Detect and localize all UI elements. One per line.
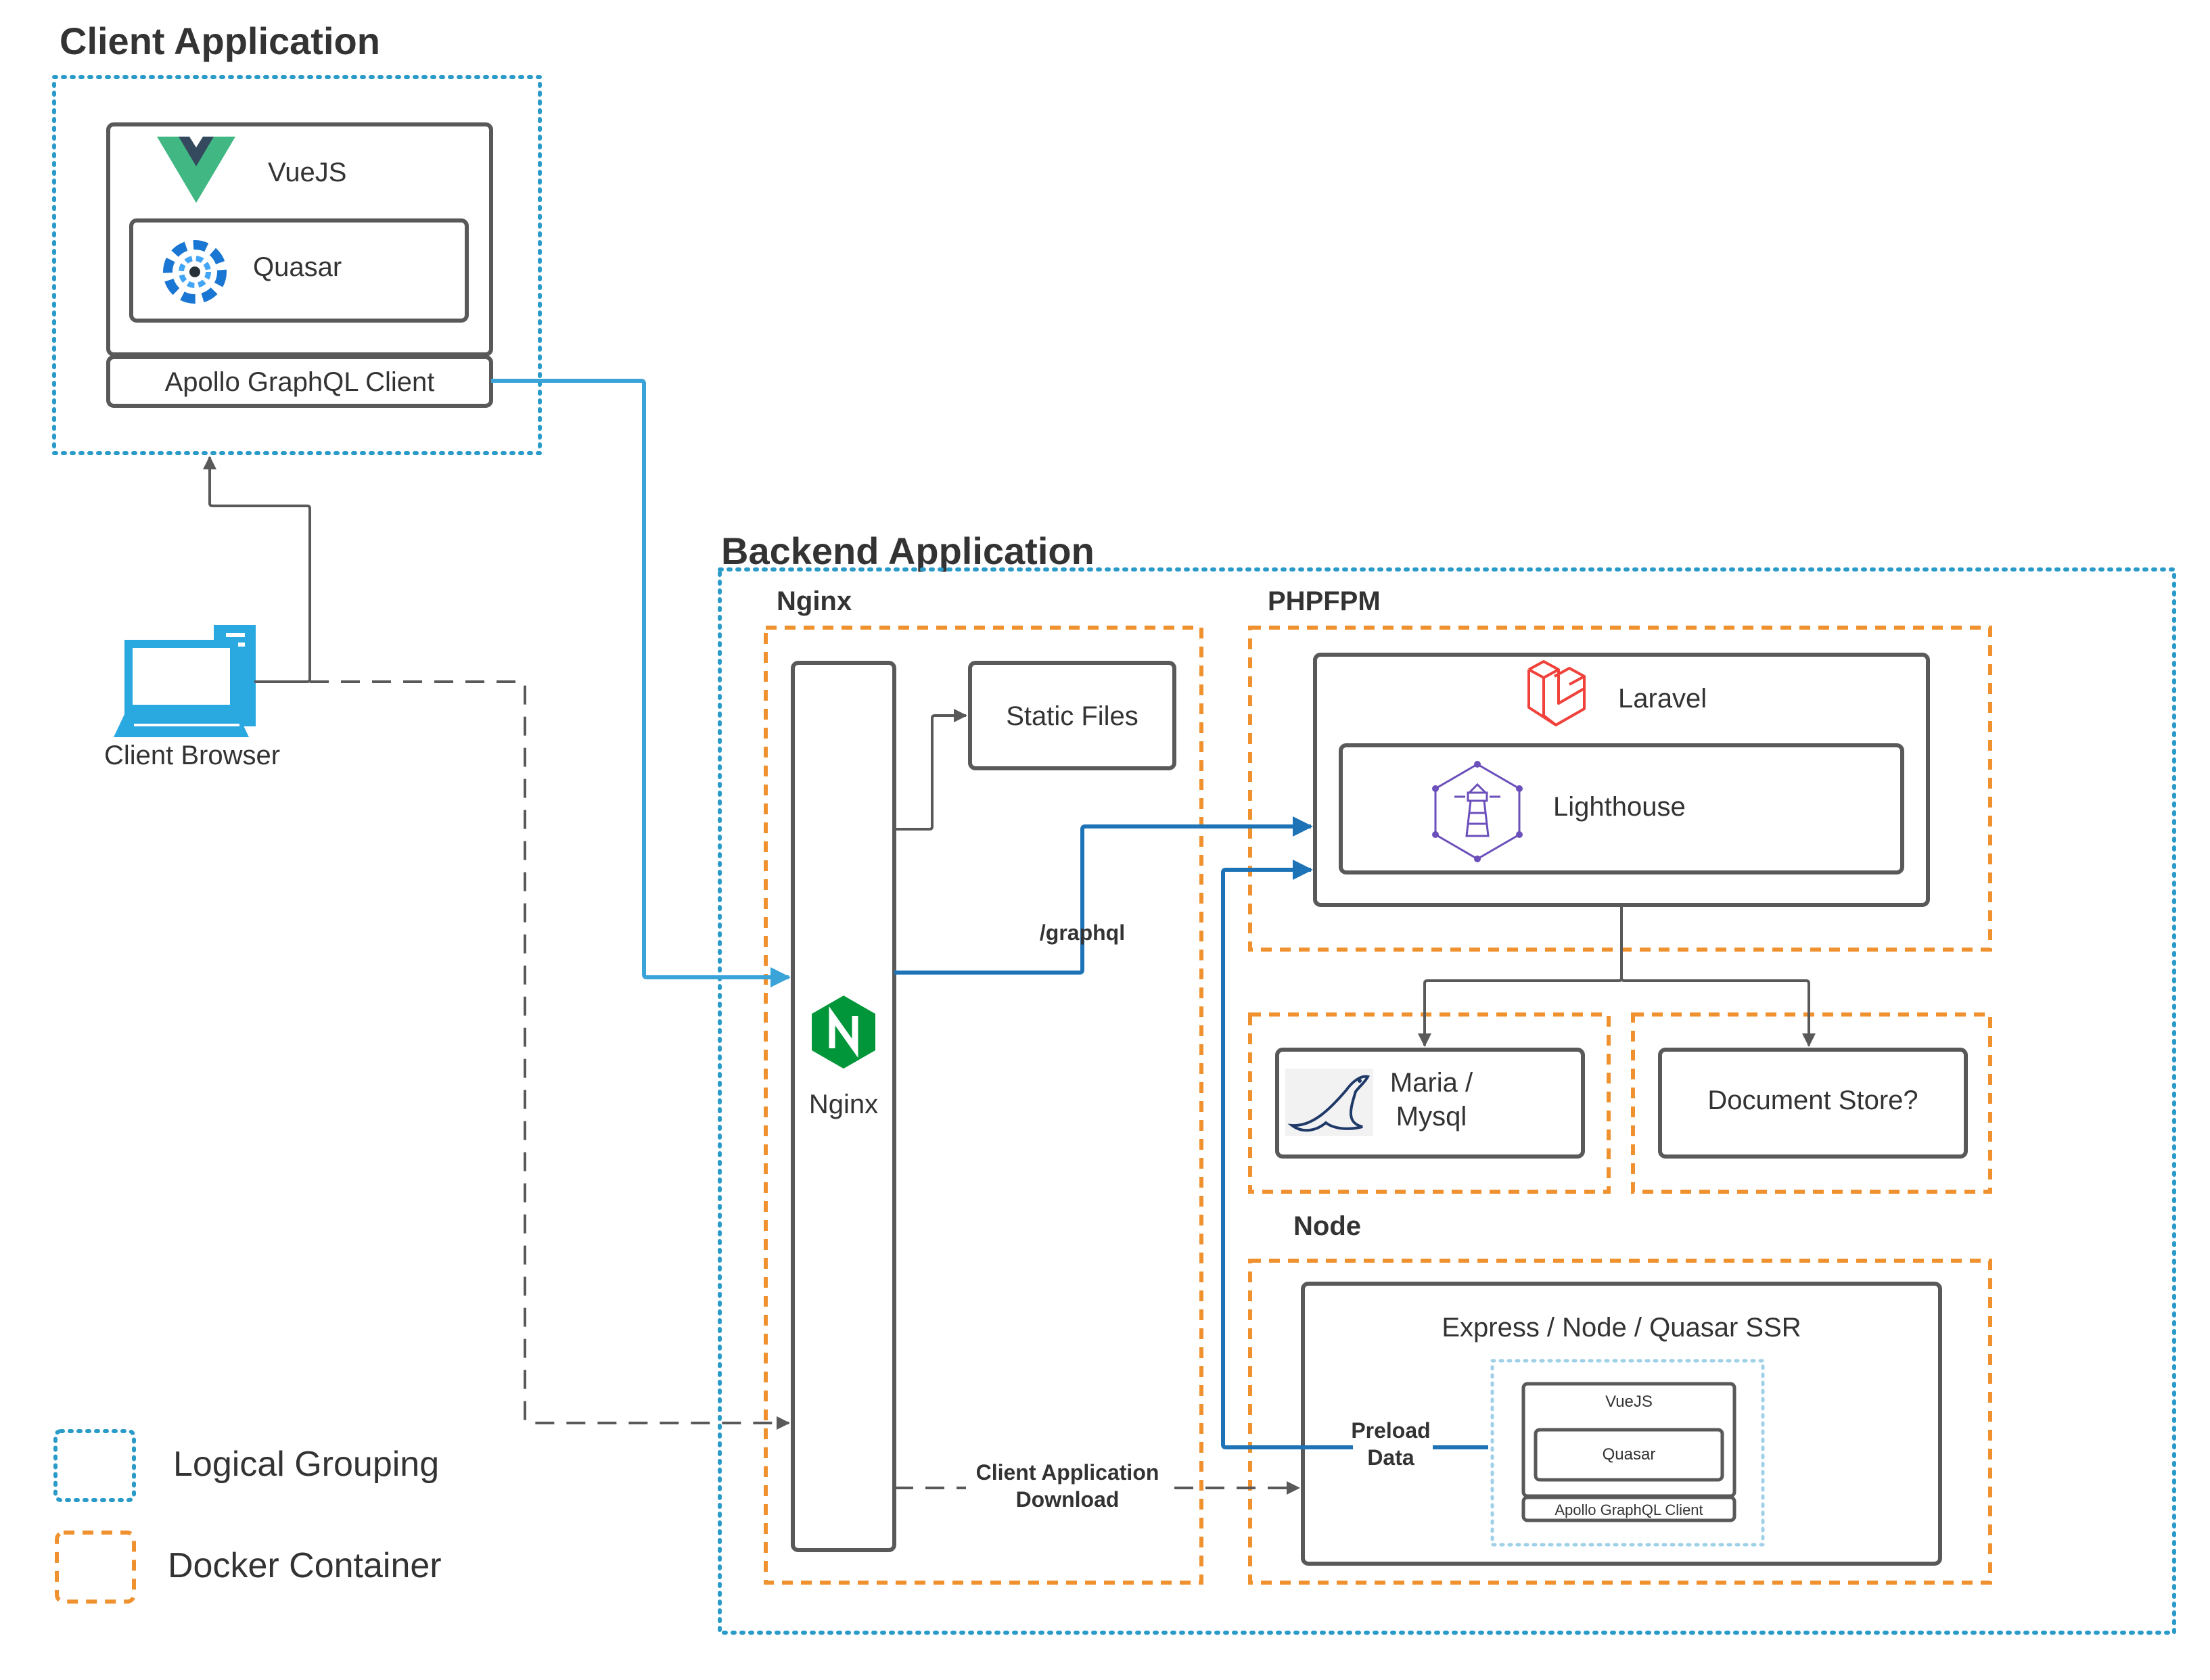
client-browser-label: Client Browser	[104, 741, 280, 770]
nginx-server-box[interactable]	[791, 661, 896, 1552]
vuejs-label: VueJS	[268, 158, 346, 187]
phpfpm-container-title: PHPFPM	[1268, 586, 1381, 616]
ssr-preload-to-laravel-arrow	[1221, 860, 1353, 1449]
ssr-vuejs-label: VueJS	[1605, 1393, 1653, 1411]
apollo-to-nginx-arrow	[491, 379, 791, 987]
lighthouse-logo-icon	[1432, 761, 1523, 862]
backend-application-boundary	[718, 567, 2176, 1635]
nginx-to-static-files-arrow	[894, 709, 967, 831]
vuejs-logo-icon	[157, 137, 235, 203]
legend-docker-label: Docker Container	[168, 1546, 442, 1585]
client-application-title: Client Application	[60, 20, 380, 62]
static-files-box[interactable]	[968, 661, 1176, 770]
static-files-label: Static Files	[1006, 701, 1138, 731]
ssr-quasar-box[interactable]	[1534, 1428, 1724, 1482]
legend-logical-swatch	[53, 1429, 136, 1502]
phpfpm-docker-container	[1248, 626, 1992, 952]
download-label-background	[966, 1458, 1169, 1512]
ssr-apollo-client-label: Apollo GraphQL Client	[1555, 1501, 1703, 1518]
legend: Logical Grouping Docker Container	[53, 1429, 442, 1604]
express-ssr-label: Express / Node / Quasar SSR	[1442, 1313, 1801, 1343]
client-app-download-label-line1: Client Application	[976, 1460, 1159, 1485]
browser-to-client-app-arrow	[203, 456, 311, 683]
lighthouse-label: Lighthouse	[1553, 792, 1686, 822]
legend-docker-swatch	[55, 1531, 136, 1604]
laravel-label: Laravel	[1618, 684, 1707, 714]
nginx-docker-container	[764, 626, 1203, 1585]
mysql-label-line1: Maria /	[1390, 1068, 1473, 1098]
laravel-to-mysql-arrow	[1418, 905, 1623, 1047]
preload-data-label-line2: Data	[1367, 1445, 1414, 1470]
document-store-docker-container	[1631, 1012, 1992, 1194]
backend-application-group: Backend Application Nginx Nginx Static F…	[718, 530, 2176, 1635]
ssr-apollo-client-box[interactable]	[1521, 1495, 1736, 1522]
quasar-logo-icon	[163, 240, 227, 304]
nginx-logo-icon	[812, 996, 875, 1069]
document-store-box[interactable]	[1658, 1048, 1968, 1159]
graphql-route-label: /graphql	[1040, 920, 1125, 945]
quasar-label: Quasar	[253, 252, 342, 282]
mysql-docker-container	[1248, 1012, 1611, 1194]
browser-to-nginx-arrow	[310, 680, 790, 1430]
laravel-to-document-store-arrow	[1620, 977, 1816, 1047]
ssr-quasar-label: Quasar	[1603, 1445, 1656, 1464]
apollo-client-label: Apollo GraphQL Client	[165, 367, 435, 397]
laravel-logo-icon	[1527, 660, 1586, 726]
client-application-group: Client Application VueJS Quasar Apollo G…	[52, 20, 542, 455]
nginx-to-laravel-graphql-arrow	[894, 816, 1313, 975]
mariadb-seal-icon	[1285, 1069, 1373, 1136]
client-browser[interactable]: Client Browser	[104, 625, 280, 770]
nginx-label: Nginx	[809, 1090, 878, 1119]
mysql-label-line2: Mysql	[1396, 1102, 1467, 1131]
connectors: /graphql Preload Data Client Application…	[203, 379, 1816, 1512]
desktop-computer-icon	[114, 625, 256, 737]
legend-logical-label: Logical Grouping	[173, 1445, 439, 1484]
nginx-container-title: Nginx	[777, 586, 852, 616]
document-store-label: Document Store?	[1707, 1086, 1918, 1115]
node-docker-container	[1248, 1259, 1992, 1585]
client-app-download-label-line2: Download	[1016, 1487, 1120, 1512]
preload-data-label-line1: Preload	[1351, 1418, 1430, 1443]
backend-application-title: Backend Application	[721, 530, 1095, 572]
node-container-title: Node	[1293, 1211, 1361, 1241]
lighthouse-box[interactable]	[1339, 743, 1904, 874]
